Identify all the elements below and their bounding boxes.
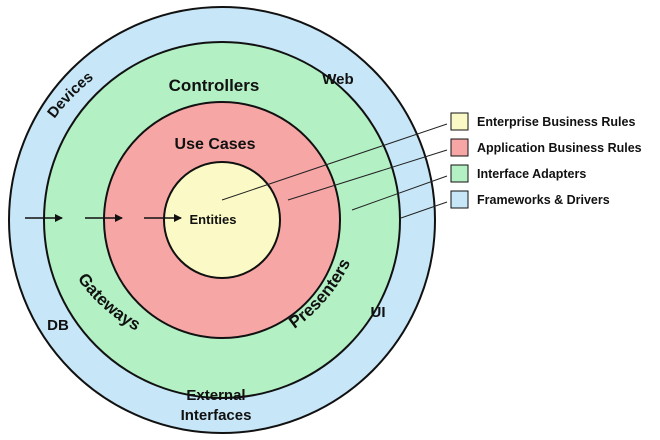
legend-item-application-business-rules: Application Business Rules xyxy=(450,138,642,157)
external-interfaces-label-line1: External xyxy=(186,387,245,404)
legend-leader-line xyxy=(287,149,448,201)
legend-swatch xyxy=(450,138,469,157)
legend: Enterprise Business Rules Application Bu… xyxy=(450,112,642,209)
legend-label: Application Business Rules xyxy=(477,141,642,155)
legend-leader-line xyxy=(400,201,448,219)
legend-item-frameworks-drivers: Frameworks & Drivers xyxy=(450,190,610,209)
legend-item-interface-adapters: Interface Adapters xyxy=(450,164,586,183)
legend-label: Frameworks & Drivers xyxy=(477,193,610,207)
legend-label: Interface Adapters xyxy=(477,167,586,181)
legend-swatch xyxy=(450,112,469,131)
use-cases-label: Use Cases xyxy=(175,136,256,153)
legend-label: Enterprise Business Rules xyxy=(477,115,635,129)
legend-leader-line xyxy=(221,123,448,201)
legend-swatch xyxy=(450,164,469,183)
external-interfaces-label-line2: Interfaces xyxy=(181,407,252,424)
db-label: DB xyxy=(47,317,69,334)
legend-item-enterprise-business-rules: Enterprise Business Rules xyxy=(450,112,635,131)
controllers-label: Controllers xyxy=(169,76,260,95)
legend-swatch xyxy=(450,190,469,209)
legend-leader-line xyxy=(351,175,448,211)
ui-label: UI xyxy=(371,304,386,321)
web-label: Web xyxy=(322,71,353,88)
enterprise-business-rules-layer xyxy=(163,161,281,279)
entities-label: Entities xyxy=(190,212,237,227)
